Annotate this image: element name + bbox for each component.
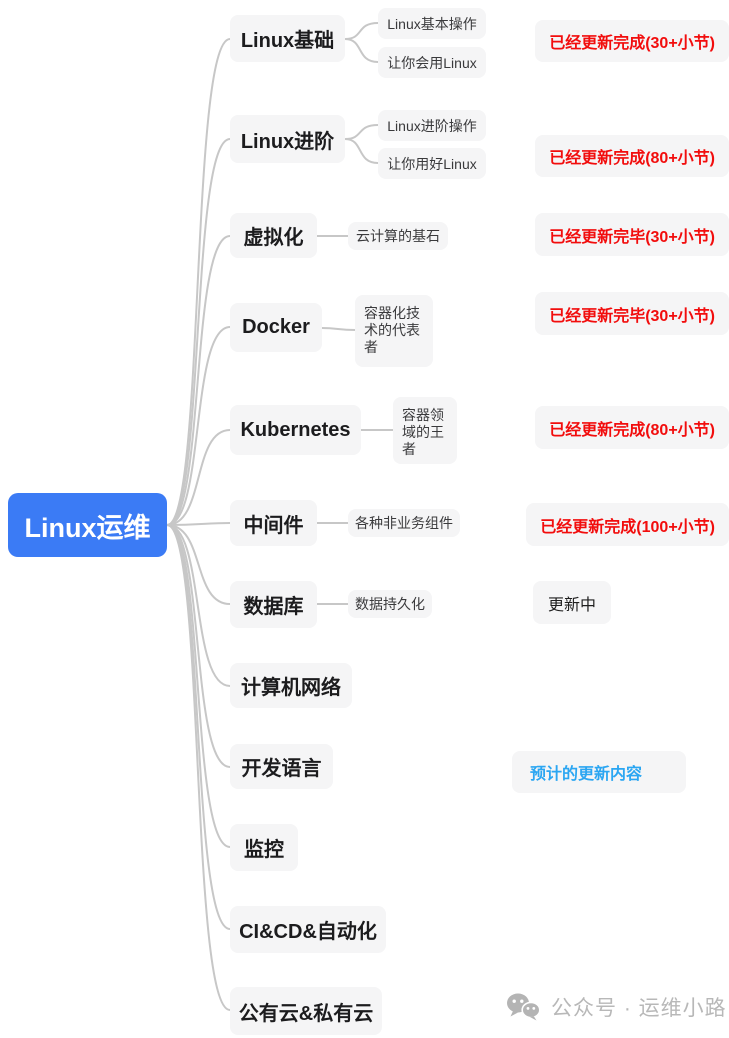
topic-virtualization[interactable]: 虚拟化 bbox=[230, 213, 317, 258]
topic-dev-language[interactable]: 开发语言 bbox=[230, 744, 333, 789]
status-planned-content[interactable]: 预计的更新内容 bbox=[512, 751, 686, 793]
status-linux-advanced[interactable]: 已经更新完成(80+小节) bbox=[535, 135, 729, 177]
topic-cicd-automation[interactable]: CI&CD&自动化 bbox=[230, 906, 386, 953]
status-middleware[interactable]: 已经更新完成(100+小节) bbox=[526, 503, 729, 546]
topic-middleware[interactable]: 中间件 bbox=[230, 500, 317, 546]
child-non-business-components[interactable]: 各种非业务组件 bbox=[348, 509, 460, 537]
topic-computer-network[interactable]: 计算机网络 bbox=[230, 663, 352, 708]
child-linux-basic-ops[interactable]: Linux基本操作 bbox=[378, 8, 486, 39]
topic-kubernetes[interactable]: Kubernetes bbox=[230, 405, 361, 455]
status-docker[interactable]: 已经更新完毕(30+小节) bbox=[535, 292, 729, 335]
child-data-persistence[interactable]: 数据持久化 bbox=[348, 590, 432, 618]
watermark: 公众号 · 运维小路 bbox=[505, 992, 727, 1022]
topic-monitoring[interactable]: 监控 bbox=[230, 824, 298, 871]
child-use-linux[interactable]: 让你会用Linux bbox=[378, 47, 486, 78]
status-kubernetes[interactable]: 已经更新完成(80+小节) bbox=[535, 406, 729, 449]
child-cloud-foundation[interactable]: 云计算的基石 bbox=[348, 222, 448, 250]
status-linux-basics[interactable]: 已经更新完成(30+小节) bbox=[535, 20, 729, 62]
topic-linux-advanced[interactable]: Linux进阶 bbox=[230, 115, 345, 163]
root-node-linux-ops[interactable]: Linux运维 bbox=[8, 493, 167, 557]
child-master-linux[interactable]: 让你用好Linux bbox=[378, 148, 486, 179]
watermark-text: 公众号 · 运维小路 bbox=[551, 997, 727, 1020]
topic-public-private-cloud[interactable]: 公有云&私有云 bbox=[230, 987, 382, 1035]
wechat-icon bbox=[505, 992, 542, 1022]
child-container-tech[interactable]: 容器化技术的代表者 bbox=[355, 295, 433, 367]
child-container-king[interactable]: 容器领域的王者 bbox=[393, 397, 457, 464]
topic-linux-basics[interactable]: Linux基础 bbox=[230, 15, 345, 62]
topic-docker[interactable]: Docker bbox=[230, 303, 322, 352]
child-linux-advanced-ops[interactable]: Linux进阶操作 bbox=[378, 110, 486, 141]
status-database-updating[interactable]: 更新中 bbox=[533, 581, 611, 624]
status-virtualization[interactable]: 已经更新完毕(30+小节) bbox=[535, 213, 729, 256]
topic-database[interactable]: 数据库 bbox=[230, 581, 317, 628]
